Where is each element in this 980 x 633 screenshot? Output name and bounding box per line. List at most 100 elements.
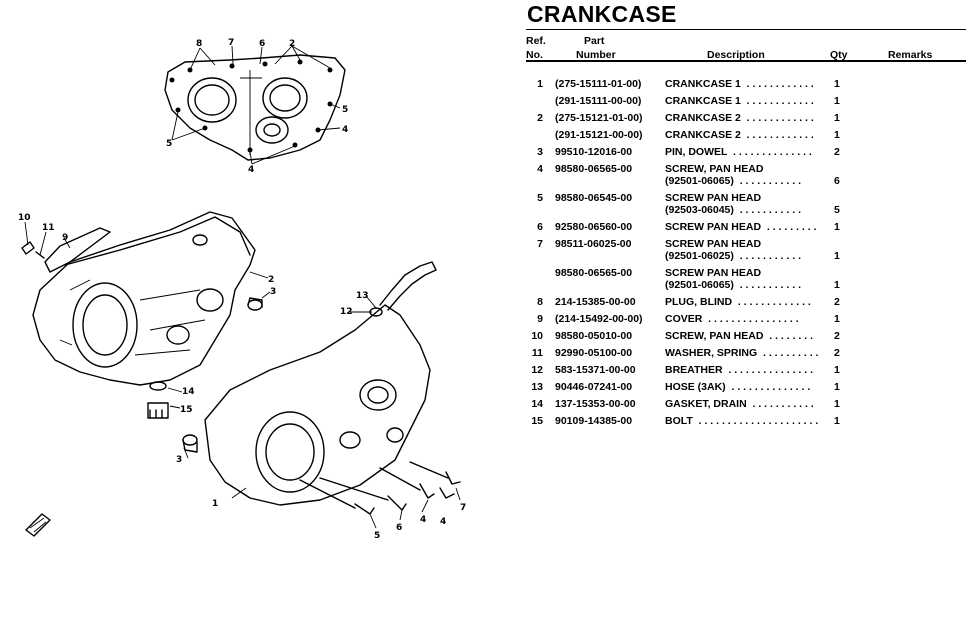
- ref-number: 5: [537, 192, 543, 204]
- part-number: 98580-06545-00: [555, 192, 633, 204]
- svg-text:3: 3: [270, 287, 276, 297]
- description-line: CRANKCASE 2 . . . . . . . . . . . .: [665, 112, 814, 124]
- svg-text:4: 4: [248, 165, 254, 175]
- ref-number: 4: [537, 163, 543, 175]
- part-number: (291-15121-00-00): [555, 129, 643, 141]
- part-number: 92990-05100-00: [555, 347, 633, 359]
- part-qty: 2: [834, 146, 840, 158]
- description-line: CRANKCASE 1 . . . . . . . . . . . .: [665, 78, 814, 90]
- part-qty: 1: [834, 381, 840, 393]
- svg-text:4: 4: [342, 125, 348, 135]
- header-part-line1: Part: [584, 35, 605, 47]
- ref-number: 1: [537, 78, 543, 90]
- description-line: COVER . . . . . . . . . . . . . . . .: [665, 313, 799, 325]
- table-row: 4 98580-06565-00 SCREW, PAN HEAD(92501-060…: [526, 163, 966, 192]
- table-row: 6 92580-06560-00 SCREW PAN HEAD . . . . . …: [526, 221, 966, 238]
- part-description: SCREW PAN HEAD(92501-06025) . . . . . . …: [665, 238, 825, 262]
- ref-number: 13: [531, 381, 543, 393]
- part-number: 583-15371-00-00: [555, 364, 636, 376]
- table-row: 12 583-15371-00-00 BREATHER . . . . . . . …: [526, 364, 966, 381]
- svg-text:5: 5: [166, 139, 172, 149]
- description-line: SCREW PAN HEAD . . . . . . . . .: [665, 221, 817, 233]
- part-qty: 6: [834, 175, 840, 187]
- table-row: 11 92990-05100-00 WASHER, SPRING . . . . .…: [526, 347, 966, 364]
- ref-number: 8: [537, 296, 543, 308]
- part-description: CRANKCASE 1 . . . . . . . . . . . .: [665, 78, 825, 90]
- part-description: HOSE (3AK) . . . . . . . . . . . . . .: [665, 381, 825, 393]
- part-description: BREATHER . . . . . . . . . . . . . . .: [665, 364, 825, 376]
- ref-number: 7: [537, 238, 543, 250]
- part-number: 98580-06565-00: [555, 163, 633, 175]
- parts-list: CRANKCASE Ref. No. Part Number Descripti…: [526, 0, 966, 432]
- ref-number: 15: [531, 415, 543, 427]
- ref-number: 11: [531, 347, 543, 359]
- crankcase-2-drawing: 2 3 10 11 9 14 15: [18, 211, 276, 419]
- description-line: (92501-06065) . . . . . . . . . . .: [665, 279, 801, 291]
- svg-text:9: 9: [62, 233, 68, 243]
- table-row: (291-15121-00-00)CRANKCASE 2 . . . . . .…: [526, 129, 966, 146]
- svg-text:7: 7: [460, 503, 466, 513]
- part-qty: 1: [834, 398, 840, 410]
- ref-number: 6: [537, 221, 543, 233]
- part-number: (291-15111-00-00): [555, 95, 642, 107]
- part-description: PLUG, BLIND . . . . . . . . . . . . .: [665, 296, 825, 308]
- svg-text:7: 7: [228, 38, 234, 48]
- svg-text:5: 5: [374, 531, 380, 541]
- page-title: CRANKCASE: [526, 0, 966, 30]
- part-number: 137-15353-00-00: [555, 398, 636, 410]
- svg-text:4: 4: [440, 517, 446, 527]
- part-description: COVER . . . . . . . . . . . . . . . .: [665, 313, 825, 325]
- part-qty: 1: [834, 221, 840, 233]
- part-qty: 1: [834, 364, 840, 376]
- description-line: (92503-06045) . . . . . . . . . . .: [665, 204, 801, 216]
- part-number: 92580-06560-00: [555, 221, 633, 233]
- crankcase-1-drawing: 13 12 1 3 5 6 4 4 7: [176, 261, 466, 541]
- part-number: 214-15385-00-00: [555, 296, 636, 308]
- header-part-line2: Number: [576, 49, 616, 61]
- part-number: 99510-12016-00: [555, 146, 633, 158]
- part-qty: 1: [834, 279, 840, 291]
- part-description: SCREW PAN HEAD(92501-06065) . . . . . . …: [665, 267, 825, 291]
- description-line: SCREW PAN HEAD: [665, 192, 762, 204]
- description-line: SCREW, PAN HEAD . . . . . . . .: [665, 330, 813, 342]
- part-qty: 1: [834, 95, 840, 107]
- crankcase-drawing: 8 7 6 2 5 4 5 4: [18, 38, 466, 541]
- part-description: SCREW, PAN HEAD . . . . . . . .: [665, 330, 825, 342]
- description-line: (92501-06065) . . . . . . . . . . .: [665, 175, 801, 187]
- part-description: BOLT . . . . . . . . . . . . . . . . . .…: [665, 415, 825, 427]
- description-line: SCREW PAN HEAD: [665, 238, 762, 250]
- top-view-crankcase: 8 7 6 2 5 4 5 4: [164, 38, 348, 175]
- part-number: (214-15492-00-00): [555, 313, 643, 325]
- svg-text:14: 14: [182, 387, 195, 397]
- table-row: 9 (214-15492-00-00) COVER . . . . . . . . …: [526, 313, 966, 330]
- part-qty: 1: [834, 112, 840, 124]
- table-header: Ref. No. Part Number Description Qty Rem…: [526, 30, 966, 62]
- header-description: Description: [707, 49, 765, 61]
- part-qty: 1: [834, 415, 840, 427]
- description-line: (92501-06025) . . . . . . . . . . .: [665, 250, 801, 262]
- svg-text:8: 8: [196, 39, 202, 49]
- part-description: WASHER, SPRING . . . . . . . . . .: [665, 347, 825, 359]
- ref-number: 2: [537, 112, 543, 124]
- ref-number: 12: [531, 364, 543, 376]
- part-qty: 1: [834, 129, 840, 141]
- part-description: PIN, DOWEL . . . . . . . . . . . . . .: [665, 146, 825, 158]
- description-line: PLUG, BLIND . . . . . . . . . . . . .: [665, 296, 811, 308]
- part-number: (275-15121-01-00): [555, 112, 643, 124]
- part-qty: 5: [834, 204, 840, 216]
- header-remarks: Remarks: [888, 49, 933, 61]
- description-line: HOSE (3AK) . . . . . . . . . . . . . .: [665, 381, 811, 393]
- part-qty: 2: [834, 296, 840, 308]
- svg-text:15: 15: [180, 405, 193, 415]
- description-line: SCREW, PAN HEAD: [665, 163, 764, 175]
- svg-text:1: 1: [212, 499, 218, 509]
- part-description: SCREW, PAN HEAD(92501-06065) . . . . . .…: [665, 163, 825, 187]
- ref-number: 9: [537, 313, 543, 325]
- exploded-diagram: 8 7 6 2 5 4 5 4: [18, 38, 466, 541]
- svg-text:6: 6: [259, 39, 265, 49]
- table-row: 1(275-15111-01-00)CRANKCASE 1 . . . . . …: [526, 78, 966, 95]
